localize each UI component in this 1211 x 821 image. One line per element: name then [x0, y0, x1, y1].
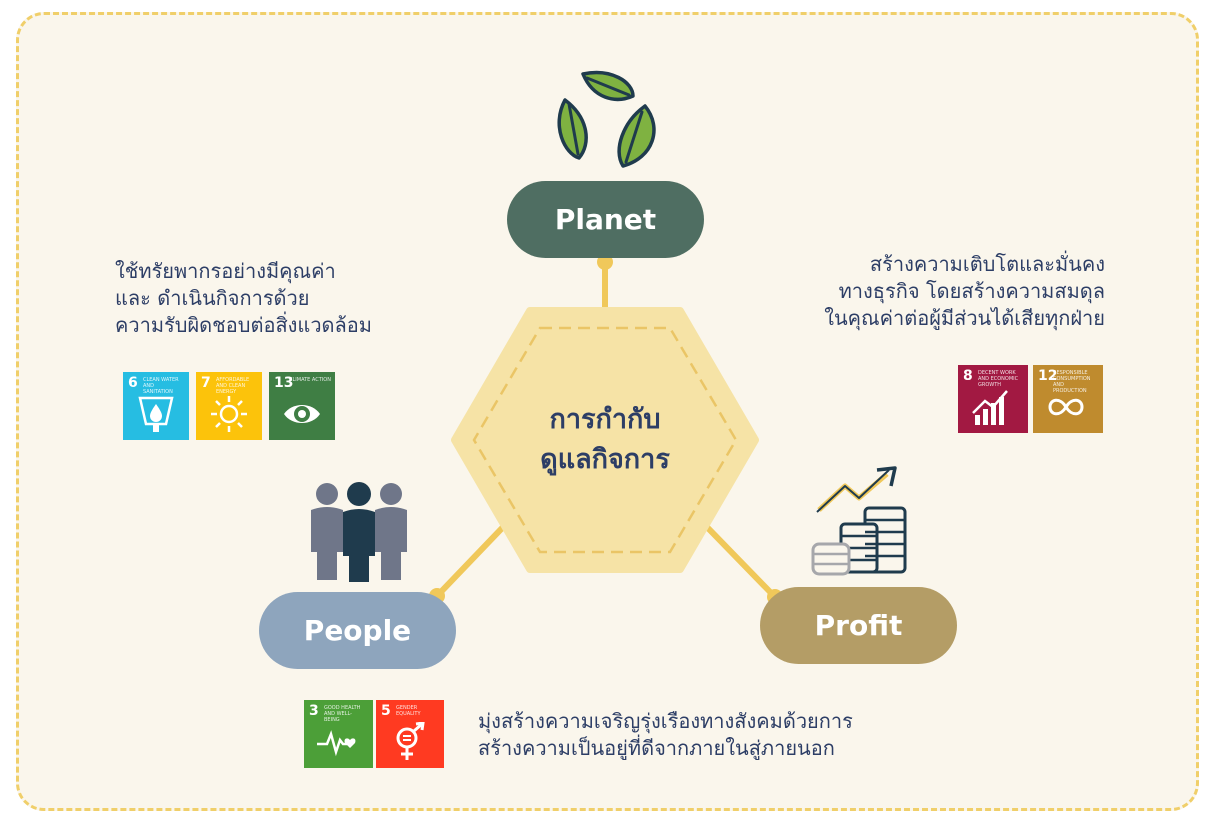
center-title-line-2: ดูแลกิจการ: [540, 444, 670, 475]
recycle-leaves-icon: [557, 70, 656, 168]
planet-label: Planet: [554, 203, 657, 236]
center-title-line-1: การกำกับ: [549, 404, 661, 435]
center-title: การกำกับ ดูแลกิจการ: [505, 400, 705, 480]
heartbeat-icon: [317, 730, 356, 757]
sdg-7-tile: 7 AFFORDABLE AND CLEAN ENERGY: [196, 372, 262, 440]
water-drop-icon: [138, 396, 174, 432]
center-hexagon: [451, 307, 759, 573]
infinity-icon: [1048, 398, 1084, 416]
sdg-12-tile: 12 RESPONSIBLE CONSUMPTION AND PRODUCTIO…: [1033, 365, 1103, 433]
profit-label: Profit: [814, 609, 903, 642]
profit-description-line-2: ทางธุรกิจ โดยสร้างความสมดุล: [838, 279, 1105, 303]
sdg-8-tile: 8 DECENT WORK AND ECONOMIC GROWTH: [958, 365, 1028, 433]
people-group-icon: [311, 482, 407, 582]
planet-description-line-2: และ ดำเนินกิจการด้วย: [115, 286, 310, 310]
profit-description-line-3: ในคุณค่าต่อผู้มีส่วนได้เสียทุกฝ่าย: [824, 306, 1105, 330]
sdg-6-tile: 6 CLEAN WATER AND SANITATION: [123, 372, 189, 440]
people-description-line-1: มุ่งสร้างความเจริญรุ่งเรืองทางสังคมด้วยก…: [478, 709, 853, 733]
growth-chart-icon: [972, 390, 1008, 425]
coins-growth-icon: [811, 466, 907, 576]
profit-description-line-1: สร้างความเติบโตและมั่นคง: [869, 252, 1105, 276]
profit-node[interactable]: Profit: [760, 587, 957, 664]
people-description-line-2: สร้างความเป็นอยู่ที่ดีจากภายในสู่ภายนอก: [478, 736, 835, 760]
planet-description-line-3: ความรับผิดชอบต่อสิ่งแวดล้อม: [115, 313, 372, 337]
connector-people: [434, 522, 508, 599]
people-label: People: [303, 614, 412, 647]
sdg-13-tile: 13 CLIMATE ACTION: [269, 372, 335, 440]
sdg-3-tile: 3 GOOD HEALTH AND WELL-BEING: [304, 700, 373, 768]
sun-icon: [211, 396, 247, 432]
profit-description: สร้างความเติบโตและมั่นคง ทางธุรกิจ โดยสร…: [760, 251, 1105, 332]
gender-equality-icon: [396, 722, 425, 760]
people-description: มุ่งสร้างความเจริญรุ่งเรืองทางสังคมด้วยก…: [478, 708, 853, 762]
connector-profit: [702, 522, 778, 600]
eye-globe-icon: [284, 405, 320, 423]
planet-description-line-1: ใช้ทรัยพากรอย่างมีคุณค่า: [115, 259, 336, 283]
connector-dot-planet: [597, 254, 613, 270]
sdg-5-tile: 5 GENDER EQUALITY: [376, 700, 444, 768]
people-node[interactable]: People: [259, 592, 456, 669]
planet-description: ใช้ทรัยพากรอย่างมีคุณค่า และ ดำเนินกิจกา…: [115, 258, 372, 339]
planet-node[interactable]: Planet: [507, 181, 704, 258]
center-hexagon-dashed-border: [472, 326, 738, 554]
